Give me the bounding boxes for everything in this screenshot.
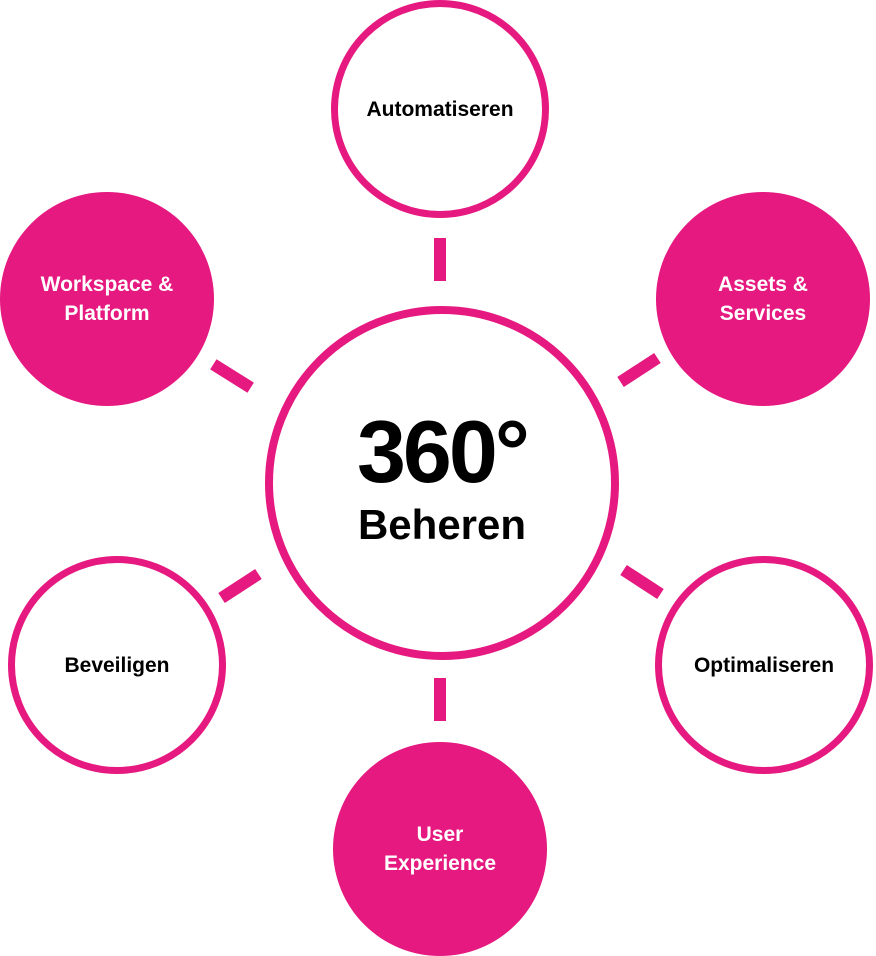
node-label-line1: Workspace & bbox=[40, 273, 174, 296]
center-title: 360° bbox=[356, 402, 530, 501]
node-label-line2: Experience bbox=[383, 852, 497, 875]
connector-bottom-left bbox=[218, 568, 262, 604]
node-label-line1: Assets & bbox=[718, 273, 808, 296]
node-label: Optimaliseren bbox=[693, 653, 835, 677]
node-workspace-platform: Workspace & Platform bbox=[0, 192, 214, 406]
node-label-line2: Services bbox=[719, 302, 807, 325]
center-hub: 360° Beheren bbox=[265, 306, 619, 660]
node-label-line2: Platform bbox=[64, 302, 150, 325]
node-assets-services: Assets & Services bbox=[656, 192, 870, 406]
node-automatiseren: Automatiseren bbox=[331, 0, 549, 218]
connector-top bbox=[434, 238, 446, 281]
node-optimaliseren: Optimaliseren bbox=[655, 556, 873, 774]
node-user-experience: User Experience bbox=[333, 742, 547, 956]
connector-top-right bbox=[617, 352, 661, 388]
connector-top-left bbox=[210, 359, 254, 393]
node-beveiligen: Beveiligen bbox=[8, 556, 226, 774]
node-label-line1: User bbox=[416, 823, 464, 846]
node-label: Beveiligen bbox=[64, 653, 170, 677]
node-label: Automatiseren bbox=[366, 97, 514, 121]
connector-bottom bbox=[434, 678, 446, 721]
center-subtitle: Beheren bbox=[357, 501, 527, 548]
connector-bottom-right bbox=[620, 564, 664, 600]
